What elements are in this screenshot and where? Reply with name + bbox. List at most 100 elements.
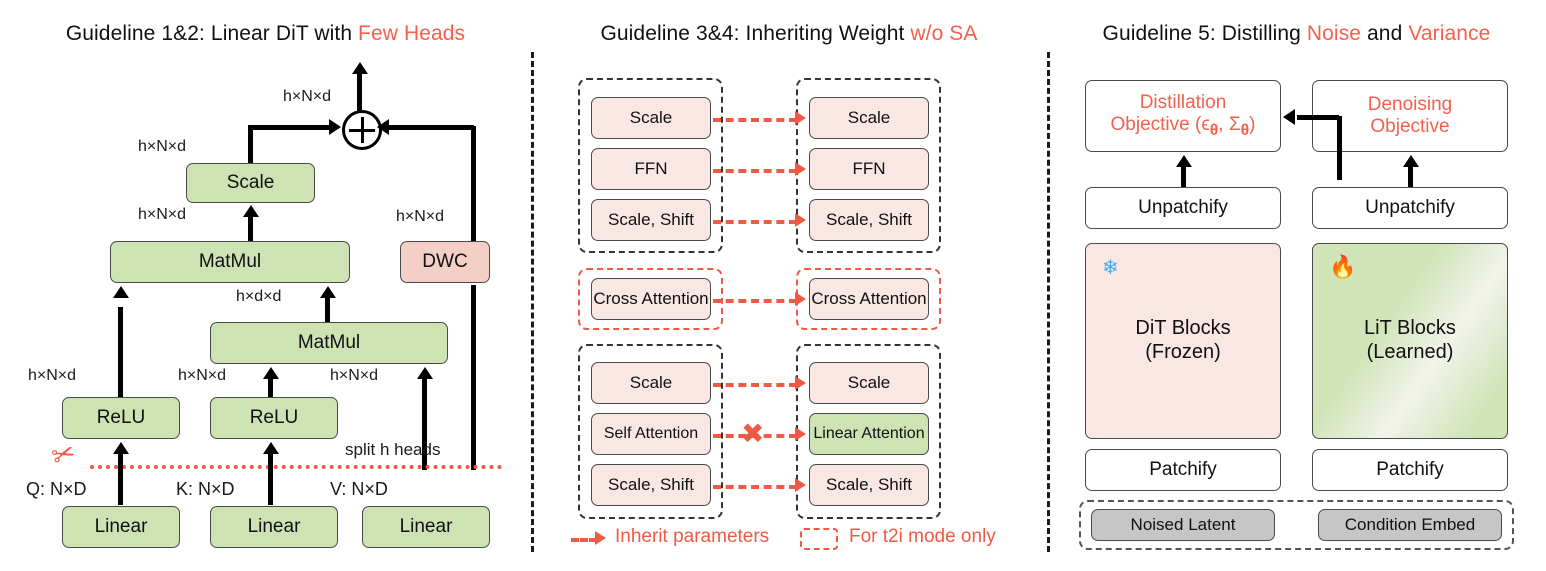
box-linear-attention[interactable]: Linear Attention — [809, 413, 929, 455]
panel-2-title-prefix: Guideline 3&4: Inheriting Weight — [600, 22, 911, 45]
box-relu-k-label: ReLU — [249, 406, 299, 428]
box-condition-embed[interactable]: Condition Embed — [1318, 509, 1502, 541]
box-relu-q[interactable]: ReLU — [62, 397, 180, 439]
box-linear-k-label: Linear — [247, 515, 301, 537]
relu-q-to-matmul-line — [118, 307, 123, 397]
inherit-arrowhead-icon — [795, 162, 806, 176]
panel-3-title-prefix: Guideline 5: Distilling — [1102, 22, 1307, 45]
panel-divider-1 — [531, 52, 534, 552]
box-matmul-lower[interactable]: MatMul — [210, 322, 448, 364]
lit-blocks-line1: LiT Blocks — [1364, 317, 1456, 340]
box-self-attention[interactable]: Self Attention — [591, 413, 711, 455]
label-split-heads: split h heads — [345, 440, 441, 459]
box-linear-q-label: Linear — [94, 515, 148, 537]
box-matmul-lower-label: MatMul — [297, 331, 361, 353]
box-source-cross-attention[interactable]: Cross Attention — [591, 278, 711, 320]
legend-t2i-box-icon — [800, 528, 838, 550]
inherit-arrow-scale-shift-attn — [713, 485, 797, 489]
box-target-scale-shift-ffn[interactable]: Scale, Shift — [809, 199, 929, 241]
distillation-objective-line2: Objective (ϵθ, Σθ) — [1111, 114, 1256, 140]
box-label: Scale — [629, 107, 673, 127]
right-unpatchify-label: Unpatchify — [1365, 196, 1455, 218]
box-target-cross-attention[interactable]: Cross Attention — [809, 278, 929, 320]
label-scale-in: h×N×d — [138, 206, 187, 223]
split-heads-line — [90, 465, 502, 469]
inherit-arrow-scale-attn — [713, 383, 797, 387]
box-right-patchify[interactable]: Patchify — [1312, 449, 1508, 491]
box-left-patchify[interactable]: Patchify — [1085, 449, 1281, 491]
box-matmul-upper-label: MatMul — [198, 250, 262, 272]
box-source-scale-shift-ffn[interactable]: Scale, Shift — [591, 199, 711, 241]
dit-blocks-line1: DiT Blocks — [1135, 317, 1231, 340]
box-label: Scale, Shift — [826, 474, 912, 494]
panel-3-title-highlight-noise: Noise — [1306, 22, 1362, 45]
relu-k-to-matmul-arrowhead-icon — [262, 367, 279, 379]
box-relu-k[interactable]: ReLU — [210, 397, 338, 439]
panel-1-title: Guideline 1&2: Linear DiT with Few Heads — [0, 22, 531, 46]
condition-embed-label: Condition Embed — [1344, 514, 1476, 534]
distillation-objective-line1: Distillation — [1139, 91, 1227, 113]
obj-end: ) — [1249, 113, 1256, 135]
dwc-to-add-vertical — [471, 126, 476, 250]
scale-to-add-vertical — [248, 126, 253, 163]
residual-add-icon — [342, 110, 382, 150]
inherit-arrow-ffn — [713, 169, 797, 173]
box-target-scale-ffn[interactable]: Scale — [809, 97, 929, 139]
box-target-scale-attn[interactable]: Scale — [809, 362, 929, 404]
blocked-inherit-x-icon: ✖ — [741, 418, 765, 449]
linear-k-out-arrowhead-icon — [262, 442, 279, 454]
matmul-to-scale-line — [248, 216, 253, 242]
box-target-scale-shift-attn[interactable]: Scale, Shift — [809, 464, 929, 506]
right-patchify-label: Patchify — [1376, 458, 1444, 480]
box-distillation-objective[interactable]: Distillation Objective (ϵθ, Σθ) — [1085, 80, 1281, 152]
inherit-arrow-cross-attention — [713, 299, 797, 303]
box-source-scale-shift-attn[interactable]: Scale, Shift — [591, 464, 711, 506]
box-label: Scale, Shift — [608, 474, 694, 494]
dwc-to-add-horizontal — [388, 124, 474, 130]
panel-guideline-3-4: Guideline 3&4: Inheriting Weight w/o SA … — [531, 0, 1047, 571]
box-dwc-label: DWC — [422, 250, 468, 272]
inherit-arrow-scale-shift-ffn — [713, 220, 797, 224]
linear-k-out-line — [268, 453, 273, 505]
panel-1-title-highlight: Few Heads — [358, 22, 466, 45]
left-unpatchify-to-objective-line — [1181, 166, 1186, 188]
box-linear-k[interactable]: Linear — [210, 506, 338, 548]
scissors-icon: ✂ — [47, 436, 80, 473]
obj-sub1: θ — [1209, 121, 1219, 139]
group-source-ffn — [578, 78, 723, 253]
box-lit-blocks[interactable]: LiT Blocks (Learned) — [1312, 243, 1508, 439]
box-label: Scale, Shift — [826, 209, 912, 229]
box-linear-v[interactable]: Linear — [362, 506, 490, 548]
panel-guideline-5: Guideline 5: Distilling Noise and Varian… — [1047, 0, 1546, 571]
box-dwc[interactable]: DWC — [400, 241, 490, 283]
matmul-lower-to-upper-line — [325, 297, 330, 323]
box-source-scale-ffn[interactable]: Scale — [591, 97, 711, 139]
inherit-arrowhead-icon — [795, 376, 806, 390]
label-v-tensor: V: N×D — [330, 479, 388, 499]
inherit-arrowhead-icon — [795, 478, 806, 492]
box-dit-blocks[interactable]: DiT Blocks (Frozen) — [1085, 243, 1281, 439]
obj-l2a: Objective (ϵ — [1110, 113, 1210, 135]
box-source-ffn[interactable]: FFN — [591, 148, 711, 190]
linear-q-out-arrowhead-icon — [112, 442, 129, 454]
box-right-unpatchify[interactable]: Unpatchify — [1312, 187, 1508, 229]
denoise-branch-horizontal — [1297, 114, 1339, 120]
box-matmul-upper[interactable]: MatMul — [110, 241, 350, 283]
box-source-scale-attn[interactable]: Scale — [591, 362, 711, 404]
box-label: Scale — [847, 107, 891, 127]
box-linear-q[interactable]: Linear — [62, 506, 180, 548]
scale-to-add-arrowhead-icon — [329, 119, 341, 135]
linear-q-out-line — [118, 453, 123, 505]
box-label: Linear Attention — [813, 424, 925, 442]
box-target-ffn[interactable]: FFN — [809, 148, 929, 190]
box-scale[interactable]: Scale — [186, 163, 315, 203]
panel-3-title-mid: and — [1361, 22, 1409, 45]
panel-2-title-highlight: w/o SA — [910, 22, 978, 45]
box-noised-latent[interactable]: Noised Latent — [1091, 509, 1275, 541]
inherit-arrow-attention-blocked — [713, 434, 797, 438]
right-unpatchify-to-objective-line — [1408, 166, 1413, 188]
label-out-top: h×N×d — [283, 88, 332, 105]
v-to-dwc-line — [471, 285, 476, 470]
legend-t2i-label: For t2i mode only — [849, 526, 996, 547]
box-left-unpatchify[interactable]: Unpatchify — [1085, 187, 1281, 229]
